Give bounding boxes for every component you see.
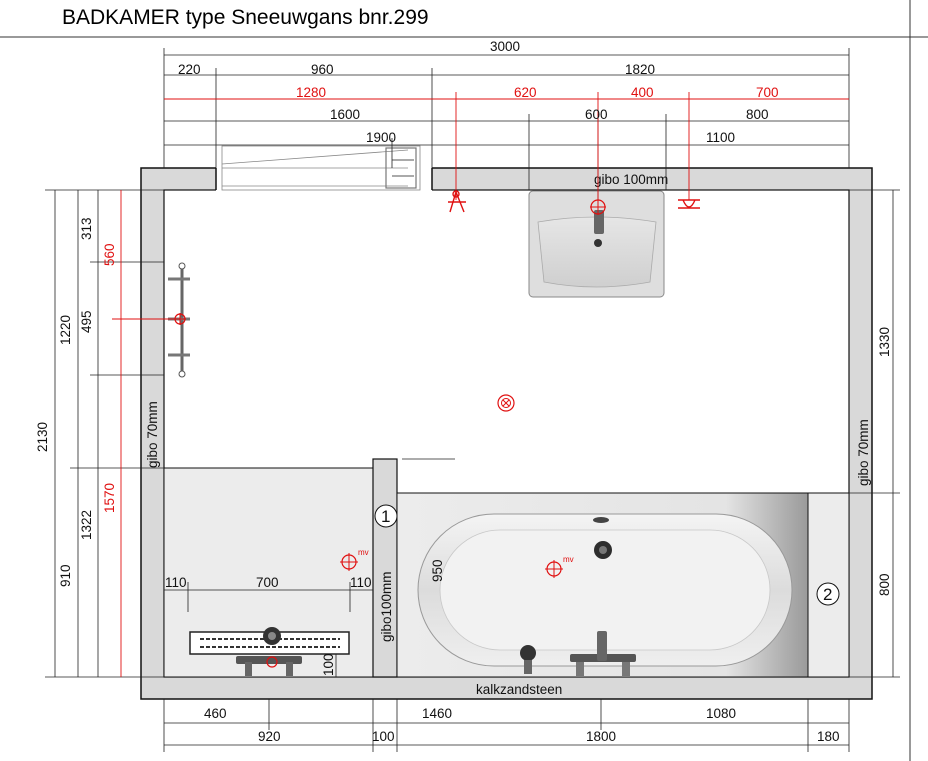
top-dim-600: 600: [585, 107, 608, 122]
top-dim-700: 700: [756, 85, 779, 100]
bottom-dim-180: 180: [817, 729, 840, 744]
top-dim-1100: 1100: [706, 130, 735, 145]
top-dim-400: 400: [631, 85, 654, 100]
svg-text:2: 2: [823, 585, 832, 604]
left-red-dimension-lines: [112, 190, 178, 677]
bottom-dimension-lines: [163, 699, 850, 752]
bottom-dim-1800: 1800: [586, 729, 616, 744]
shower-dim-left: 110: [165, 575, 187, 590]
svg-text:1: 1: [381, 507, 390, 526]
tap-icon: [590, 199, 606, 234]
top-dim-1280: 1280: [296, 85, 326, 100]
top-dim-1600: 1600: [330, 107, 360, 122]
drain-offset-dim: 100: [321, 653, 336, 676]
left-dim-1322: 1322: [79, 510, 94, 540]
ceiling-light-icon: [497, 394, 515, 412]
top-dim-220: 220: [178, 62, 201, 77]
left-dim-560: 560: [102, 243, 117, 266]
gibo-partition-label: gibo100mm: [379, 571, 394, 642]
right-dim-1330: 1330: [877, 327, 892, 357]
partition-wall: [372, 458, 398, 678]
left-dim-1220: 1220: [58, 315, 73, 345]
bath-height-dim: 950: [430, 559, 445, 582]
bottom-dim-100: 100: [372, 729, 395, 744]
top-red-dimension-lines: [164, 92, 849, 200]
right-dim-800: 800: [877, 573, 892, 596]
gibo-top-label: gibo 100mm: [594, 172, 668, 187]
bottom-dim-1460: 1460: [422, 706, 452, 721]
shower-dim-middle: 700: [256, 575, 279, 590]
left-dim-495: 495: [79, 310, 94, 333]
bathtub-icon: [417, 513, 793, 667]
door-icon: [221, 145, 421, 191]
left-dim-910: 910: [58, 564, 73, 587]
left-dim-313: 313: [79, 217, 94, 240]
marker-1: 1: [374, 504, 398, 528]
top-dim-1900: 1900: [366, 130, 396, 145]
top-dim-overall: 3000: [490, 39, 520, 54]
top-dim-960: 960: [311, 62, 334, 77]
top-dim-800: 800: [746, 107, 769, 122]
ventilation-icon: [545, 560, 563, 578]
bath-mixer-icon: [520, 631, 636, 676]
gibo-right-label: gibo 70mm: [856, 419, 871, 486]
right-dimension-lines: [849, 189, 900, 678]
bottom-dim-920: 920: [258, 729, 281, 744]
mv-label: mv: [563, 555, 574, 564]
shower-dim-right: 110: [350, 575, 372, 590]
bottom-dim-1080: 1080: [706, 706, 736, 721]
kalkzandsteen-label: kalkzandsteen: [476, 682, 562, 697]
gibo-left-label: gibo 70mm: [145, 401, 160, 468]
left-dim-2130: 2130: [35, 422, 50, 452]
ventilation-icon: [340, 553, 358, 571]
washbasin-icon: [528, 190, 665, 298]
left-dim-1570: 1570: [102, 483, 117, 513]
marker-2: 2: [816, 582, 840, 606]
towel-radiator-icon: [168, 262, 190, 378]
shower-mixer-icon: [236, 627, 302, 676]
mv-label: mv: [358, 548, 369, 557]
bottom-dim-460: 460: [204, 706, 227, 721]
page-title: BADKAMER type Sneeuwgans bnr.299: [62, 6, 429, 29]
left-dimension-lines: [45, 189, 164, 678]
shower-dimension-lines: [164, 582, 373, 612]
top-dim-620: 620: [514, 85, 537, 100]
top-dim-1820: 1820: [625, 62, 655, 77]
